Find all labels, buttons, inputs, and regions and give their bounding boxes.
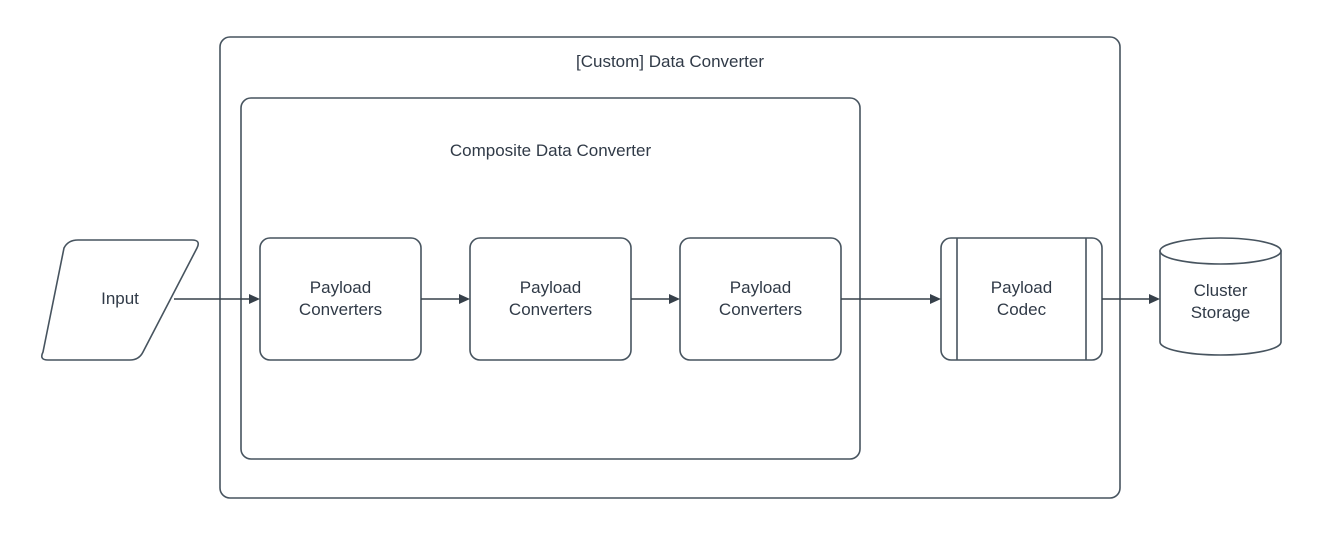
node-payload-converters-1-shape[interactable] <box>259 237 422 361</box>
node-payload-converters-3-shape[interactable] <box>679 237 842 361</box>
edge-codec-to-storage-arrowhead <box>1149 294 1160 304</box>
edge-pc1-to-pc2-arrowhead <box>459 294 470 304</box>
node-cluster-storage-top <box>1159 237 1282 265</box>
node-payload-converters-2-shape[interactable] <box>469 237 632 361</box>
edge-input-to-pc1-arrowhead <box>249 294 260 304</box>
edge-pc2-to-pc3-arrowhead <box>669 294 680 304</box>
edge-pc3-to-codec-arrowhead <box>930 294 941 304</box>
node-payload-codec-shape[interactable] <box>940 237 1103 361</box>
node-cluster-storage-body[interactable] <box>1159 250 1282 356</box>
node-input-shape[interactable] <box>41 239 199 361</box>
